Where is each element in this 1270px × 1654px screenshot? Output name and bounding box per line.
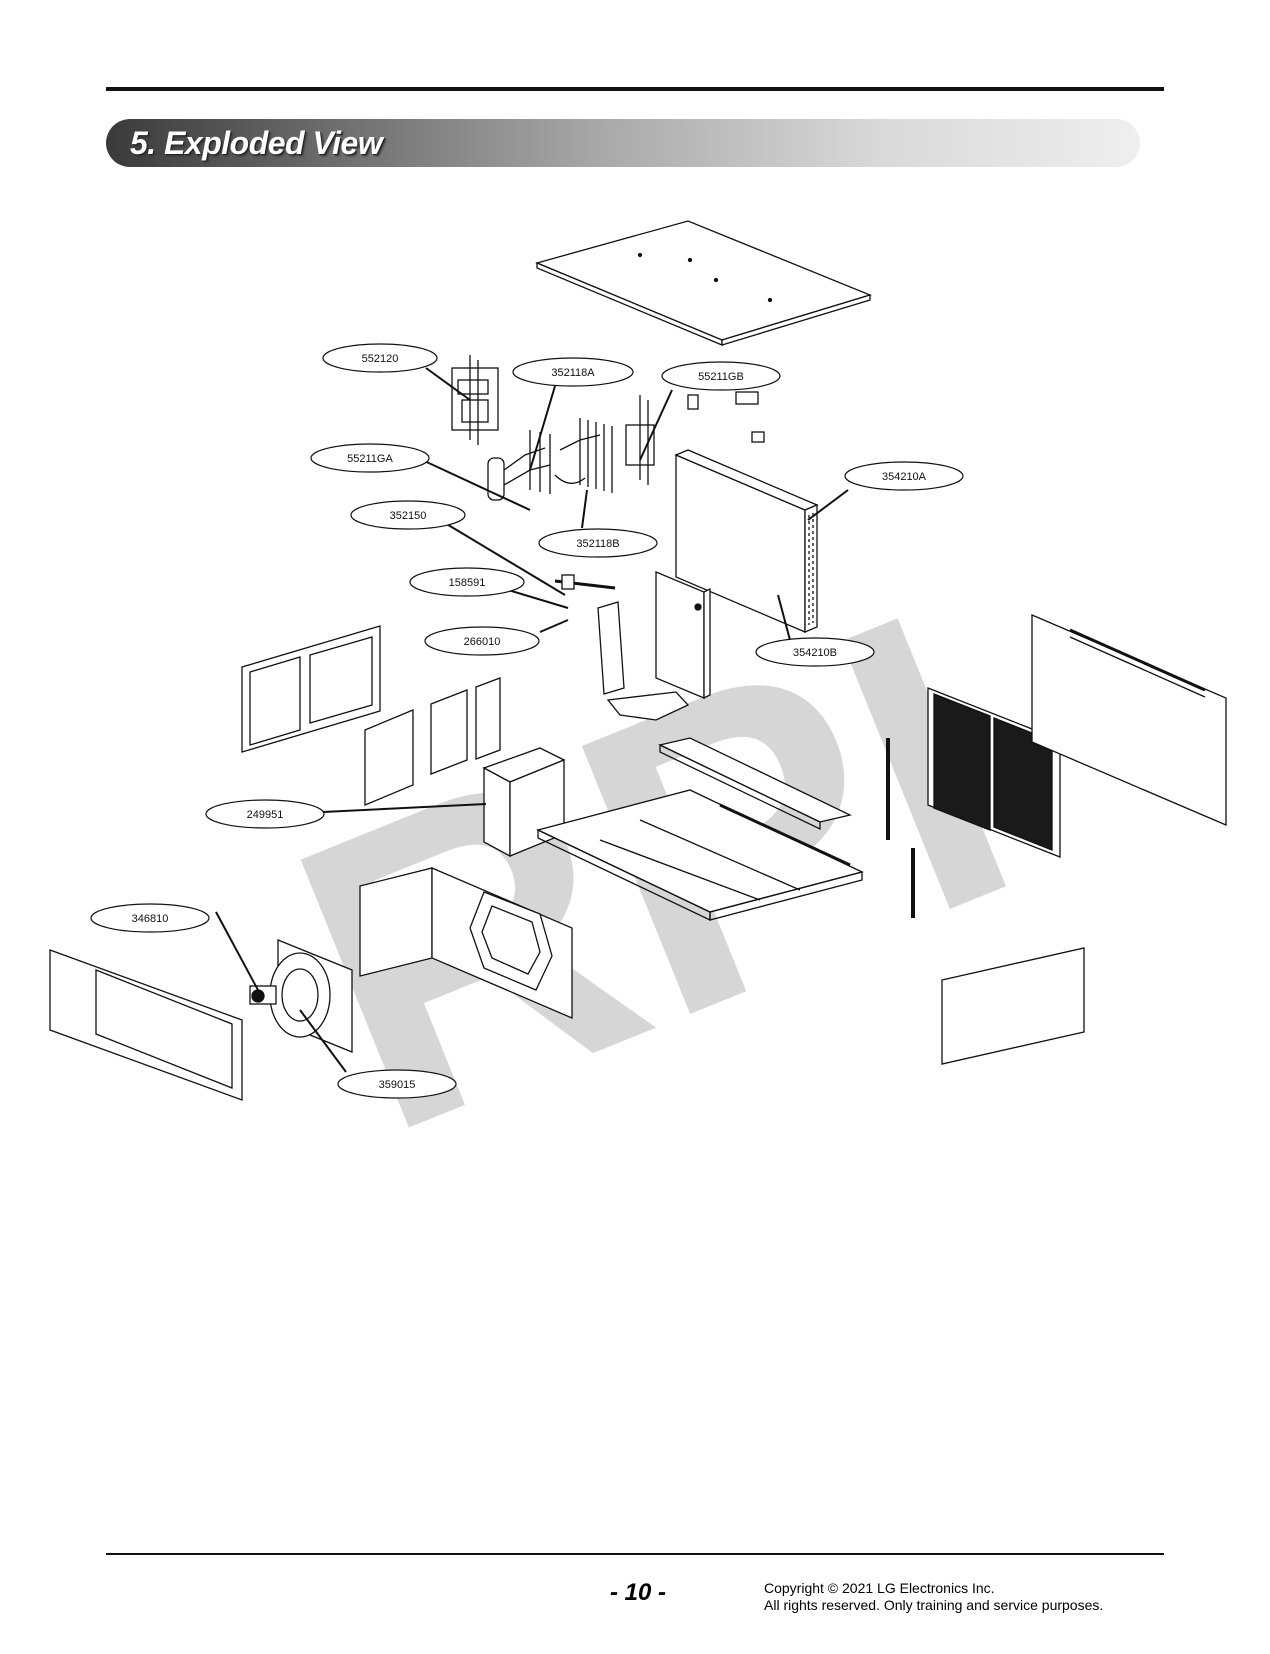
callout-354210A: 354210A <box>807 461 964 521</box>
callout-label: 359015 <box>379 1079 416 1091</box>
exploded-view-diagram: RPI <box>49 220 1227 1160</box>
filter-plate-set <box>364 677 501 806</box>
callout-label: 158591 <box>449 577 486 589</box>
callouts: 552120 352118A 55211GB 55211GA 354210A 3… <box>90 343 964 1099</box>
page-number: - 10 - <box>610 1579 667 1606</box>
front-grille <box>927 687 1061 858</box>
callout-346810: 346810 <box>90 903 259 991</box>
copyright-line-2: All rights reserved. Only training and s… <box>764 1597 1104 1613</box>
section-banner: 5. Exploded View <box>106 119 1140 167</box>
section-title: 5. Exploded View <box>130 125 383 161</box>
callout-158591: 158591 <box>409 567 569 609</box>
evaporator-coil <box>674 449 819 633</box>
left-side-panel <box>49 949 243 1101</box>
callout-label: 352118B <box>576 538 619 550</box>
callout-55211GB: 55211GB <box>639 361 781 461</box>
fan-motor-assembly <box>249 939 353 1053</box>
callout-label: 55211GA <box>347 453 393 465</box>
compressor-valve-assembly <box>451 355 499 445</box>
callout-label: 249951 <box>247 809 284 821</box>
copyright-line-1: Copyright © 2021 LG Electronics Inc. <box>764 1580 995 1596</box>
callout-55211GA: 55211GA <box>310 443 531 511</box>
base-pan <box>536 789 864 922</box>
copyright-notice: Copyright © 2021 LG Electronics Inc. All… <box>764 1580 1103 1614</box>
callout-label: 55211GB <box>698 371 744 383</box>
divider-plate <box>597 601 625 695</box>
callout-label: 352118A <box>551 367 595 379</box>
heater-element <box>554 574 616 590</box>
left-partition-panel <box>241 625 381 753</box>
callout-354210B: 354210B <box>755 594 875 667</box>
callout-249951: 249951 <box>205 799 487 829</box>
callout-352118A: 352118A <box>512 357 634 471</box>
parts-drawing <box>49 220 1227 1101</box>
condenser-pipe-assembly <box>579 418 613 493</box>
front-frame-panel <box>1031 614 1227 826</box>
callout-label: 552120 <box>362 353 399 365</box>
drain-tray <box>606 691 690 721</box>
condensate-tray <box>658 737 852 867</box>
header-rule <box>106 87 1164 91</box>
top-cover-panel <box>535 220 872 346</box>
callout-label: 346810 <box>132 913 169 925</box>
callout-266010: 266010 <box>424 619 569 656</box>
accumulator-tube-assembly <box>487 430 601 501</box>
callout-label: 354210B <box>793 647 837 659</box>
callout-352118B: 352118B <box>538 489 658 558</box>
footer-rule <box>106 1553 1164 1555</box>
callout-label: 354210A <box>882 471 927 483</box>
callout-359015: 359015 <box>299 1009 457 1099</box>
callout-label: 266010 <box>464 636 501 648</box>
callout-552120: 552120 <box>322 343 471 401</box>
right-side-panel <box>941 947 1085 1065</box>
callout-352150: 352150 <box>350 500 566 596</box>
control-side-panel <box>655 571 711 700</box>
fan-shroud-panel <box>359 867 573 1019</box>
callout-label: 352150 <box>390 510 427 522</box>
